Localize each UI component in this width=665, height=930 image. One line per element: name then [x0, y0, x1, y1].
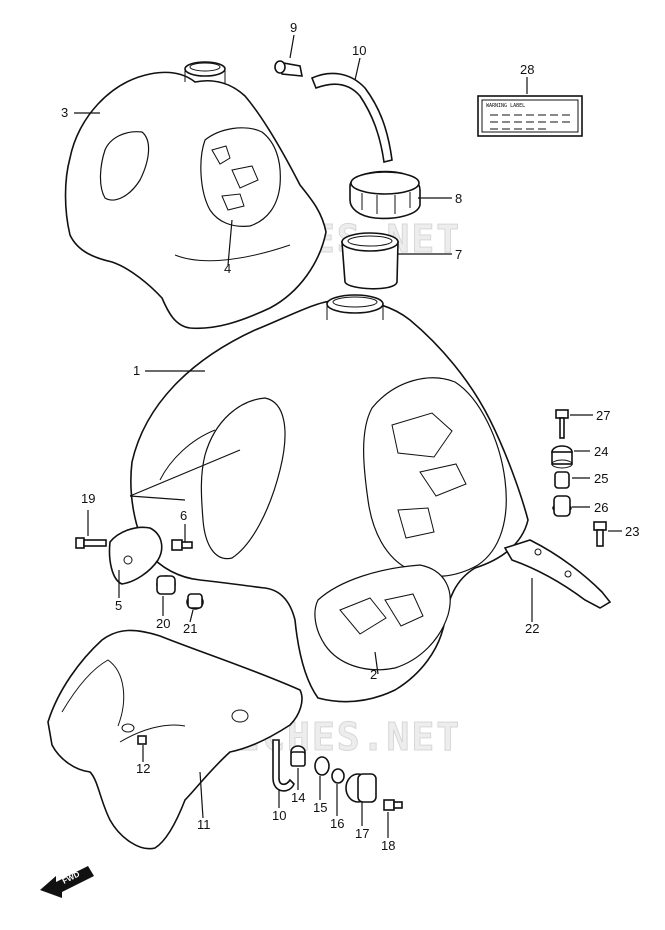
callout-6: 6 — [180, 508, 187, 523]
leader-lines — [74, 34, 622, 838]
callout-11: 11 — [197, 817, 211, 832]
hardware-bottom — [137, 735, 403, 811]
callout-19: 19 — [81, 491, 95, 506]
rear-bracket — [503, 539, 612, 609]
callout-10-clamp: 10 — [272, 808, 286, 823]
fuel-tank-main — [130, 294, 529, 703]
forward-arrow-icon: FWD — [40, 866, 94, 898]
callout-2: 2 — [370, 667, 377, 682]
callout-14: 14 — [291, 790, 305, 805]
callout-21: 21 — [183, 621, 197, 636]
callout-1: 1 — [133, 363, 140, 378]
breather-hose — [274, 60, 393, 163]
callout-15: 15 — [313, 800, 327, 815]
callout-5: 5 — [115, 598, 122, 613]
callout-24: 24 — [594, 444, 608, 459]
callout-4: 4 — [224, 261, 231, 276]
callout-3: 3 — [61, 105, 68, 120]
callout-7: 7 — [455, 247, 462, 262]
callout-10-hose: 10 — [352, 43, 366, 58]
callout-20: 20 — [156, 616, 170, 631]
hardware-right — [551, 409, 607, 547]
callout-16: 16 — [330, 816, 344, 831]
callout-12: 12 — [136, 761, 150, 776]
callout-26: 26 — [594, 500, 608, 515]
callout-27: 27 — [596, 408, 610, 423]
callouts: 1 2 3 4 5 6 7 8 9 10 10 11 12 14 15 16 1… — [61, 20, 639, 853]
callout-18: 18 — [381, 838, 395, 853]
callout-9: 9 — [290, 20, 297, 35]
hardware-left — [75, 526, 204, 610]
callout-25: 25 — [594, 471, 608, 486]
fuel-tank-small-view — [64, 61, 327, 330]
callout-22: 22 — [525, 621, 539, 636]
cap-gasket — [341, 232, 399, 290]
warning-label-text: WARNING LABEL — [486, 103, 525, 109]
callout-8: 8 — [455, 191, 462, 206]
callout-28: 28 — [520, 62, 534, 77]
callout-23: 23 — [625, 524, 639, 539]
side-cover — [47, 629, 303, 850]
fuel-cap — [349, 170, 421, 220]
callout-17: 17 — [355, 826, 369, 841]
warning-label: WARNING LABEL — [477, 95, 583, 137]
